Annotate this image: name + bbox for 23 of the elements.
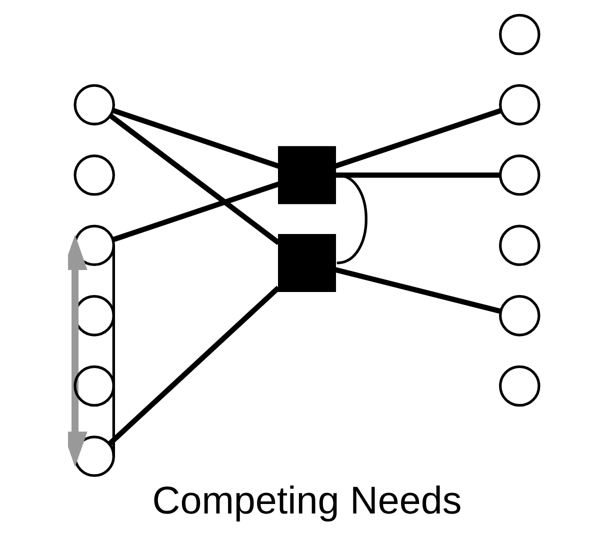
node-circle xyxy=(498,295,540,336)
node-circle xyxy=(73,365,114,407)
connector xyxy=(112,245,114,456)
connector xyxy=(108,114,280,245)
node-circle xyxy=(73,224,114,266)
connector xyxy=(108,286,280,446)
node-circle xyxy=(73,436,114,477)
caption: Competing Needs xyxy=(152,480,462,523)
node-circle xyxy=(73,84,114,126)
connector xyxy=(334,172,500,178)
connector xyxy=(334,267,501,314)
node-box xyxy=(278,146,336,204)
connector xyxy=(334,108,502,169)
node-circle xyxy=(498,14,540,56)
connector xyxy=(112,181,280,242)
node-circle xyxy=(73,154,114,196)
arrow xyxy=(68,234,87,467)
node-circle xyxy=(498,224,540,266)
node-circle xyxy=(498,84,540,126)
node-circle xyxy=(498,154,540,196)
connector xyxy=(112,108,280,169)
node-box xyxy=(278,234,336,292)
node-circle xyxy=(498,365,540,407)
